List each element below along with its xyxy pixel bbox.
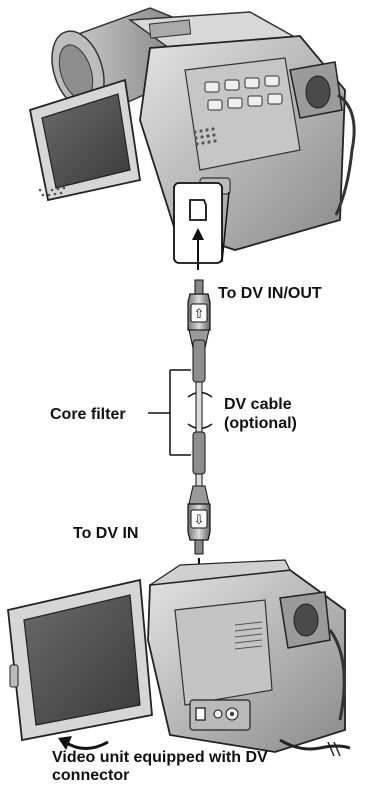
- bottom-plug: ⇩: [188, 486, 210, 554]
- plug-arrow-up: ⇧: [194, 307, 205, 322]
- top-plug: ⇧: [188, 280, 210, 348]
- core-filter-leader: [148, 370, 191, 455]
- core-filter-lower: [193, 432, 205, 474]
- label-core-filter: Core filter: [50, 405, 126, 424]
- label-video-unit-line1: Video unit equipped with DV: [52, 748, 268, 767]
- label-dv-cable-line2: (optional): [224, 414, 297, 433]
- plug-arrow-down: ⇩: [194, 513, 205, 528]
- camcorder-bottom-illustration: [8, 560, 350, 756]
- core-filter-upper: [193, 340, 205, 382]
- label-to-dv-in: To DV IN: [73, 524, 138, 543]
- dv-cable: ⇧ ⇩: [188, 280, 212, 554]
- label-to-dv-in-out: To DV IN/OUT: [218, 284, 322, 303]
- label-video-unit-line2: connector: [52, 766, 129, 785]
- label-dv-cable-line1: DV cable: [224, 395, 292, 414]
